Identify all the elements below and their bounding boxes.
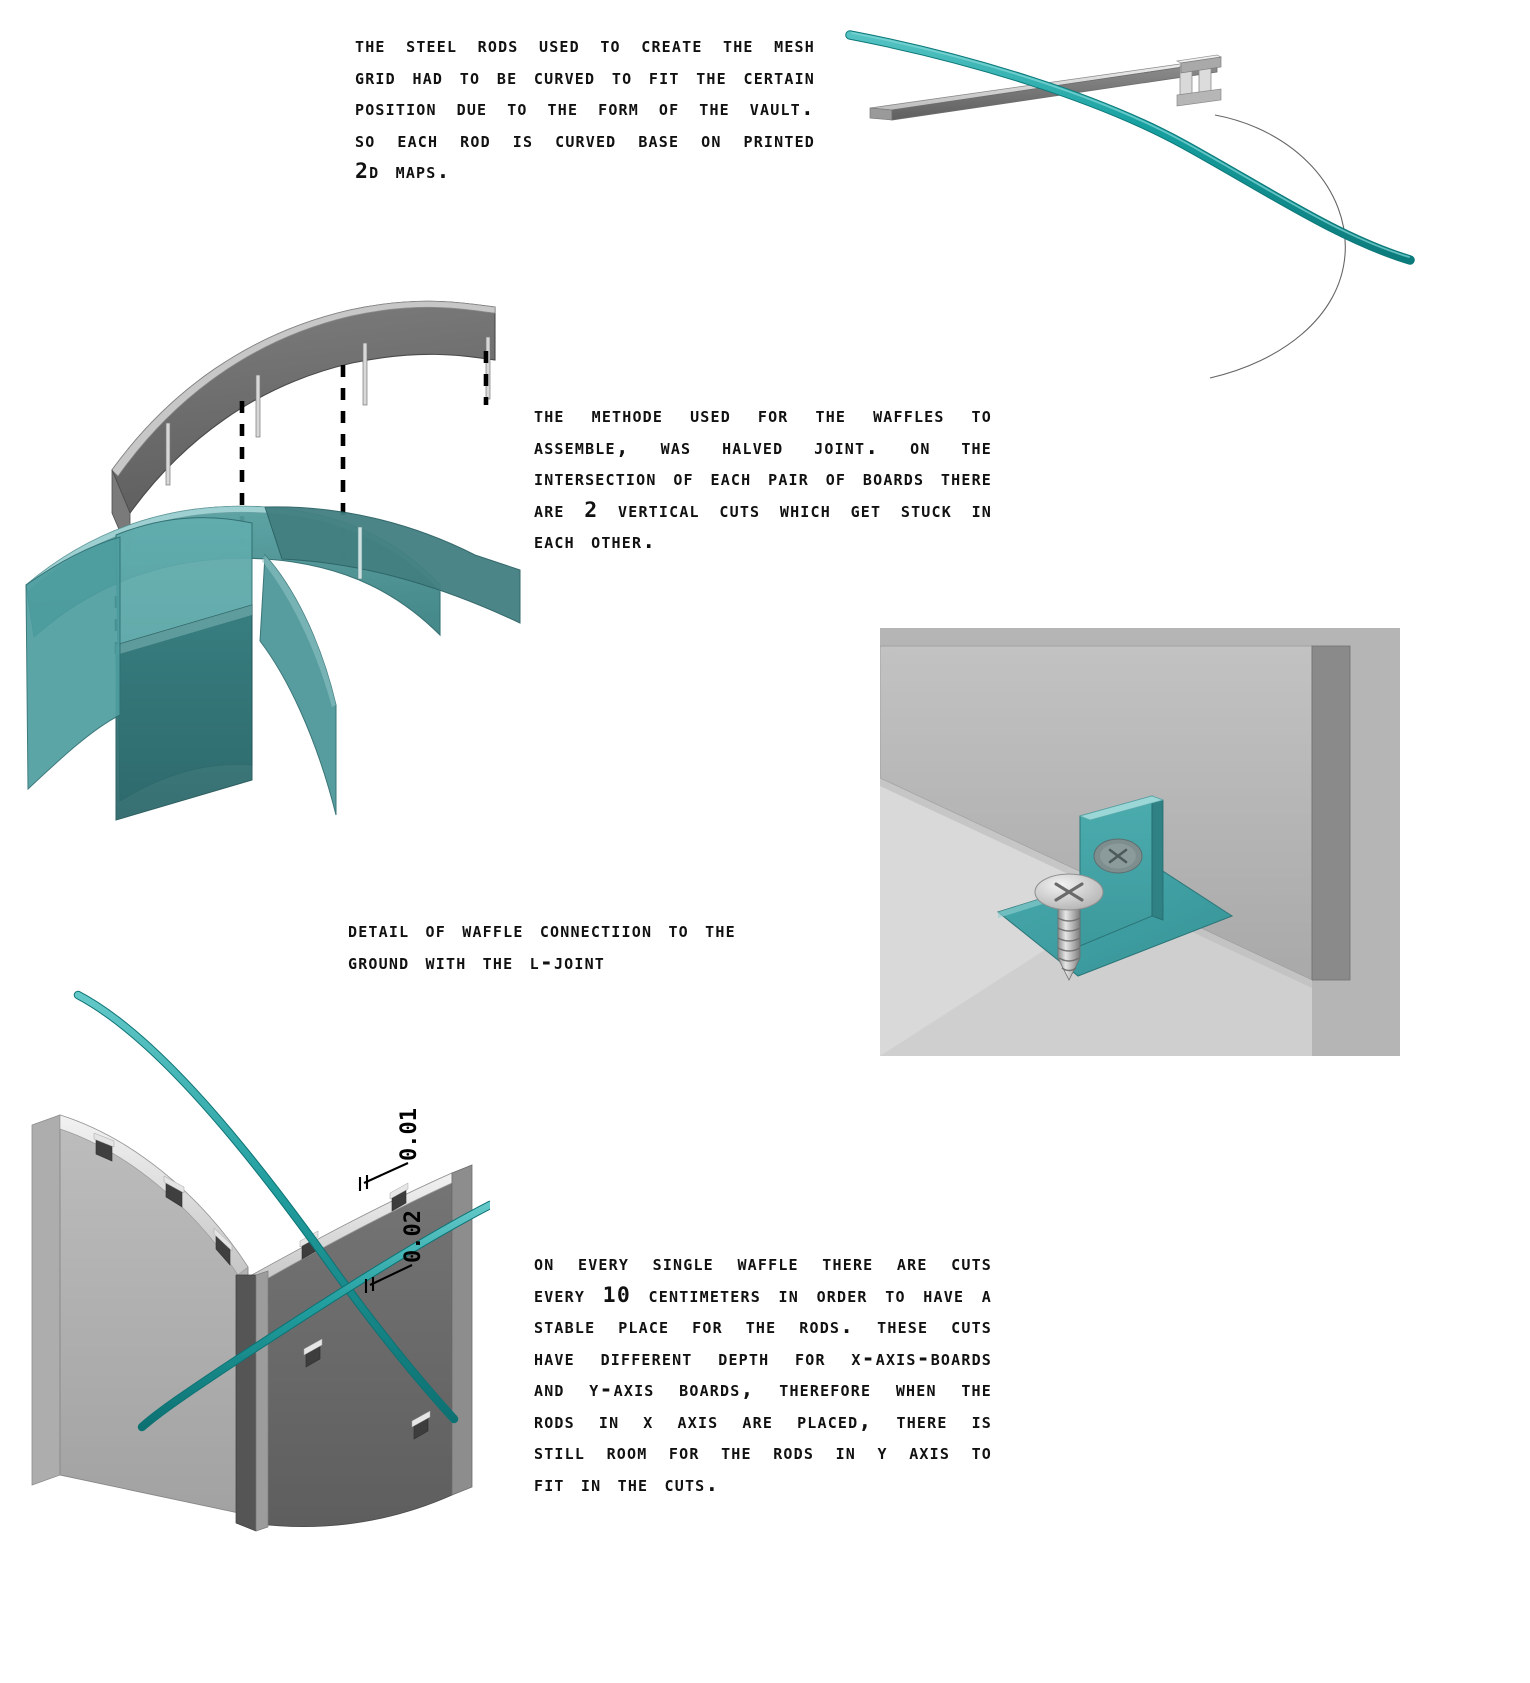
paragraph-steel-rods: The steel rods used to create the mesh g… bbox=[355, 33, 815, 184]
screw-in-vertical-leg bbox=[1093, 838, 1143, 874]
curved-steel-rod-body bbox=[846, 31, 1414, 264]
paragraph-halved-joint: The methode used for the waffles to asse… bbox=[534, 403, 992, 554]
figure-halved-joint bbox=[20, 255, 530, 825]
board-cut-slot bbox=[165, 422, 171, 486]
board-cut-slot bbox=[485, 336, 491, 400]
teal-board-right-sweep bbox=[264, 506, 521, 624]
cut-notch bbox=[93, 1132, 115, 1162]
figure-waffle-cuts: 0.01 0.02 bbox=[20, 975, 490, 1535]
cut-notch bbox=[213, 1227, 233, 1266]
steel-rod-curved-a bbox=[73, 990, 459, 1424]
teal-lower-right-fin bbox=[259, 553, 337, 816]
figure-ljoint-detail bbox=[880, 628, 1400, 1056]
board-intersection-column bbox=[235, 1270, 269, 1532]
dimension-0-01: 0.01 bbox=[358, 1108, 422, 1191]
paragraph-waffle-cuts: On every single waffle there are cuts ev… bbox=[534, 1251, 992, 1497]
dimension-label-0-02: 0.02 bbox=[401, 1210, 426, 1263]
screw-through-horizontal-leg bbox=[1034, 873, 1104, 981]
cut-notch bbox=[163, 1175, 185, 1208]
board-cut-slot bbox=[357, 526, 363, 580]
curved-steel-rod-highlight bbox=[851, 32, 1410, 258]
cut-notch bbox=[303, 1338, 323, 1368]
teal-overlap-plane bbox=[115, 604, 253, 821]
figure-rod-bending bbox=[840, 10, 1420, 390]
board-cut-slot bbox=[255, 374, 261, 438]
cut-notch bbox=[411, 1410, 431, 1440]
waffle-board-left bbox=[31, 1114, 249, 1516]
caption-ljoint-detail: Detail of waffle connectiion to the grou… bbox=[348, 918, 736, 975]
board-cut-slot bbox=[362, 342, 368, 406]
teal-left-wing bbox=[25, 536, 121, 791]
steel-rod-straight-b bbox=[137, 1200, 490, 1432]
phillips-cross-icon bbox=[1054, 882, 1084, 902]
dimension-0-02: 0.02 bbox=[364, 1210, 426, 1293]
cut-notch bbox=[389, 1182, 409, 1212]
reference-curve-line bbox=[1209, 114, 1346, 379]
waffle-board-right bbox=[251, 1164, 473, 1527]
dimension-label-0-01: 0.01 bbox=[397, 1108, 422, 1161]
